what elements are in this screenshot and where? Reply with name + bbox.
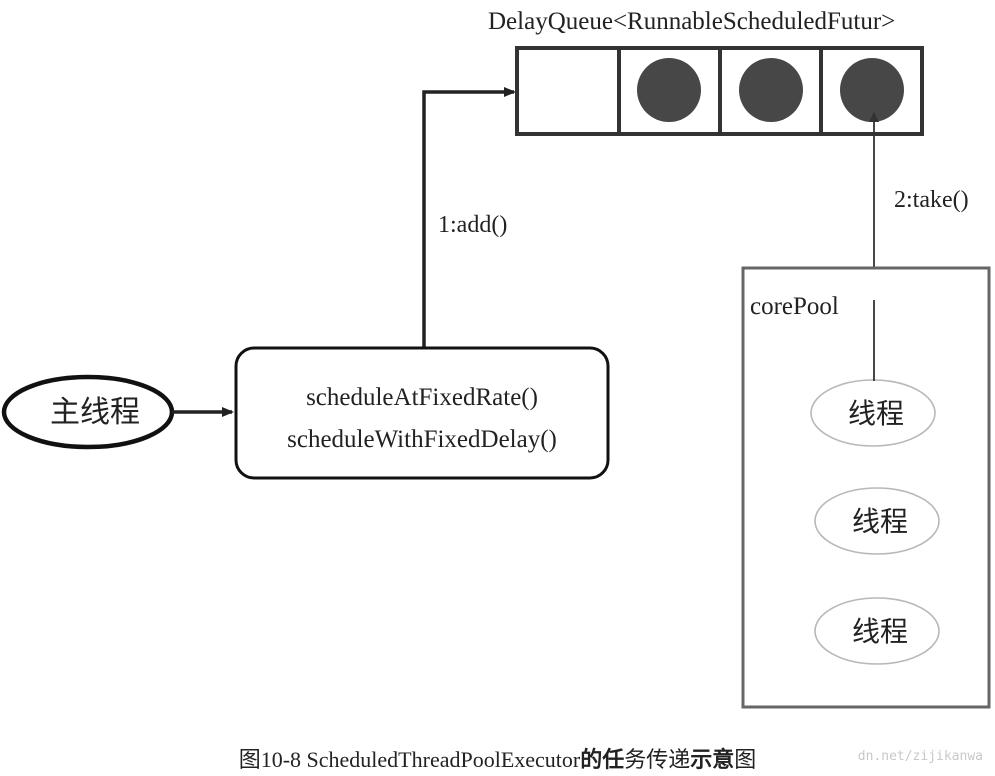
diagram-canvas: DelayQueue<RunnableScheduledFutur> 1:add… bbox=[1, 8, 991, 709]
queue-slot-empty bbox=[520, 51, 617, 131]
queue-task-ball bbox=[739, 58, 803, 122]
thread-label: 线程 bbox=[848, 398, 904, 430]
core-pool-label: corePool bbox=[750, 293, 839, 320]
schedule-methods-box: scheduleAtFixedRate() scheduleWithFixedD… bbox=[234, 346, 610, 480]
queue-task-ball bbox=[637, 58, 701, 122]
schedule-with-fixed-delay: scheduleWithFixedDelay() bbox=[287, 426, 557, 453]
take-label: 2:take() bbox=[894, 187, 969, 213]
caption-bold-1: 的任 bbox=[580, 747, 625, 772]
thread-node: 线程 bbox=[814, 487, 940, 555]
thread-label: 线程 bbox=[852, 616, 908, 648]
queue-task-ball bbox=[840, 58, 904, 122]
caption-bold-2: 示意 bbox=[690, 747, 735, 772]
thread-node: 线程 bbox=[814, 597, 940, 665]
thread-label: 线程 bbox=[852, 506, 908, 538]
main-thread-label: 主线程 bbox=[50, 396, 140, 429]
caption-suffix: 图 bbox=[734, 747, 757, 772]
thread-node: 线程 bbox=[810, 379, 936, 447]
watermark: dn.net/zijikanwa bbox=[857, 749, 983, 764]
main-thread-node: 主线程 bbox=[1, 374, 175, 450]
core-pool: corePool 线程 线程 线程 bbox=[741, 266, 991, 709]
queue-title: DelayQueue<RunnableScheduledFutur> bbox=[488, 8, 895, 35]
caption-class-name: ScheduledThreadPoolExecutor bbox=[306, 747, 581, 772]
schedule-at-fixed-rate: scheduleAtFixedRate() bbox=[306, 384, 538, 411]
caption-middle: 务传递 bbox=[624, 747, 691, 772]
add-label: 1:add() bbox=[438, 212, 507, 238]
caption-prefix: 图10-8 bbox=[238, 747, 307, 772]
add-arrow bbox=[422, 87, 516, 348]
figure-caption: 图10-8 ScheduledThreadPoolExecutor的任务传递示意… bbox=[0, 742, 995, 774]
delay-queue bbox=[515, 46, 924, 136]
